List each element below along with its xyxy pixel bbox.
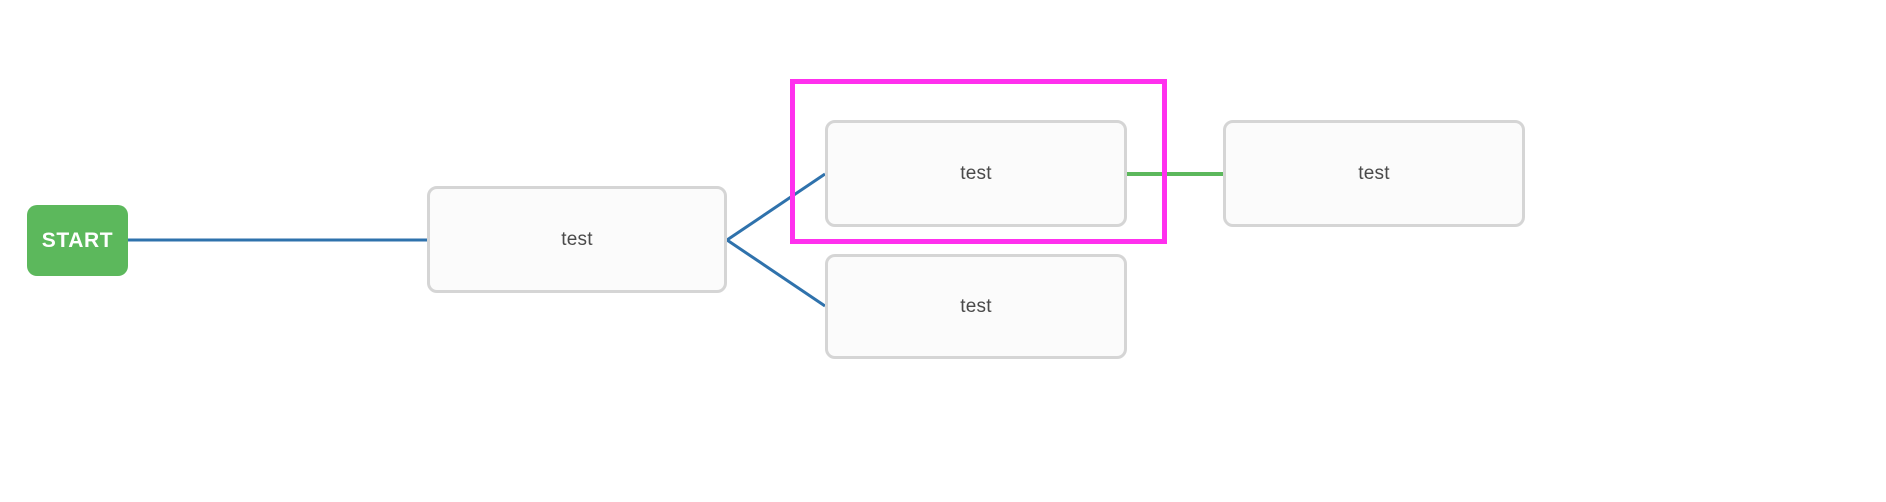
node-start[interactable]: START bbox=[27, 205, 128, 276]
node-right[interactable]: test bbox=[1223, 120, 1525, 227]
node-bottom-branch[interactable]: test bbox=[825, 254, 1127, 359]
edge-center-to-top bbox=[726, 172, 826, 242]
node-start-label: START bbox=[41, 228, 114, 252]
edge-center-to-bottom bbox=[726, 238, 826, 308]
node-top-branch[interactable]: test bbox=[825, 120, 1127, 227]
node-center[interactable]: test bbox=[427, 186, 727, 293]
node-top-branch-label: test bbox=[960, 162, 992, 184]
node-bottom-branch-label: test bbox=[960, 295, 992, 317]
node-right-label: test bbox=[1358, 162, 1390, 184]
node-center-label: test bbox=[561, 228, 593, 250]
